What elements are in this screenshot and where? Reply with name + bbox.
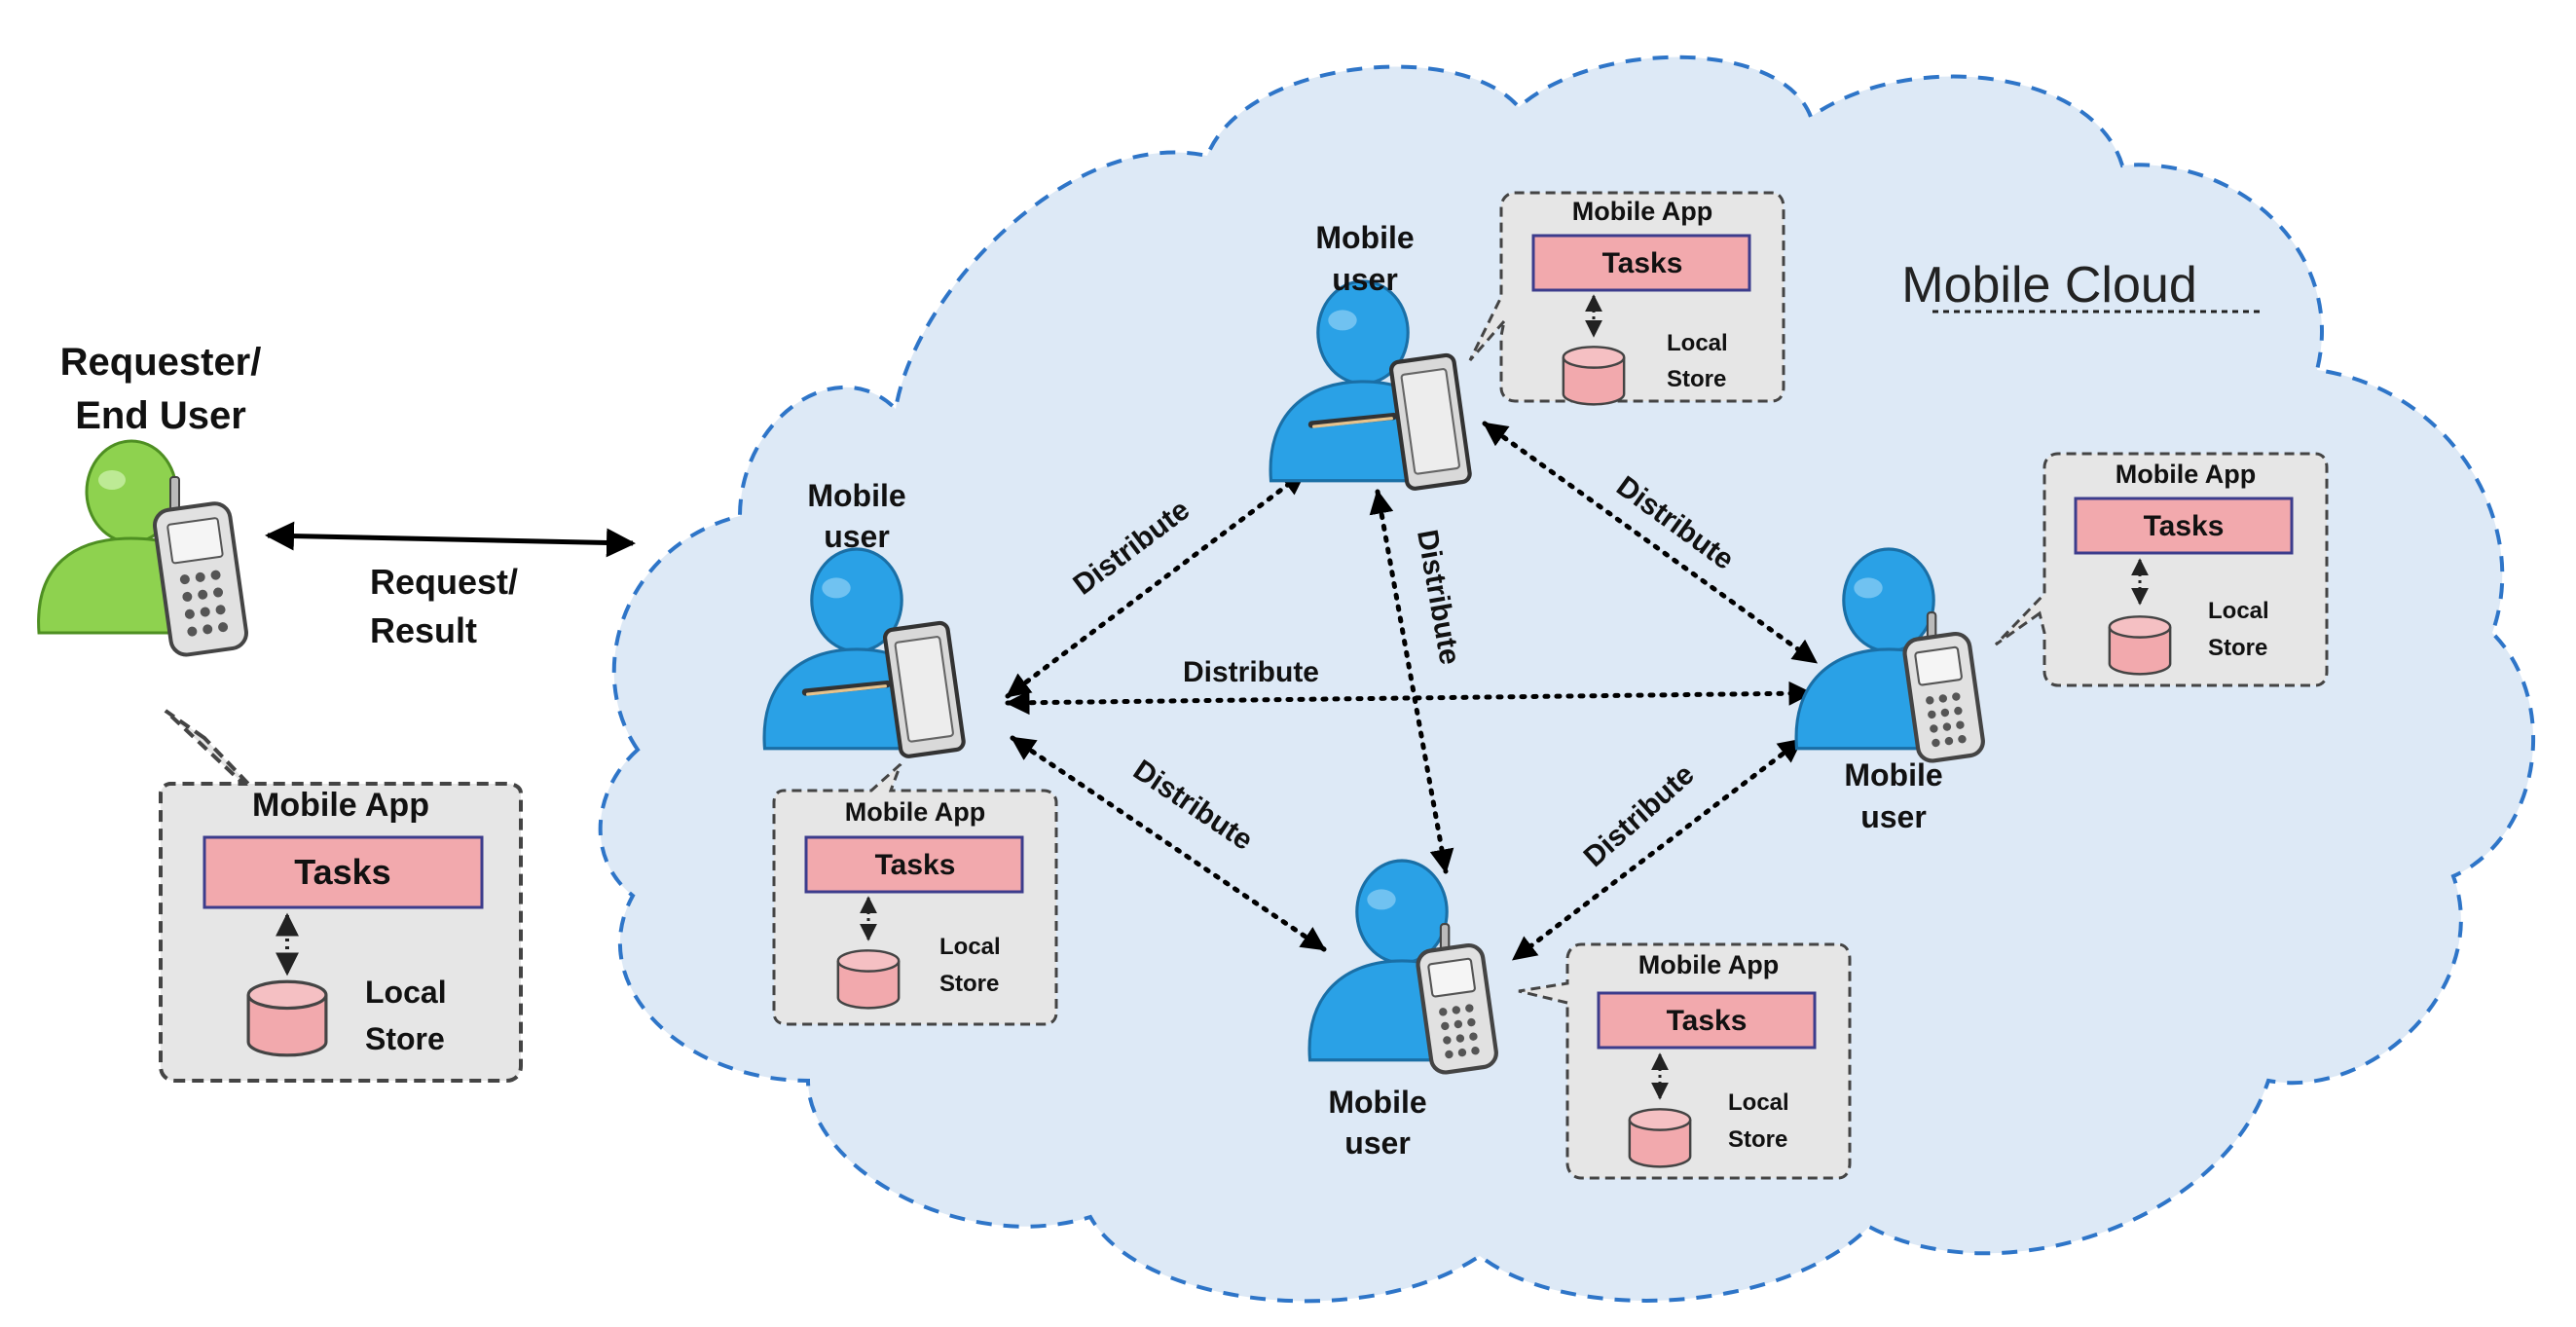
mobile-user-right-app-title: Mobile App bbox=[2116, 460, 2256, 489]
link-left-top bbox=[1005, 469, 1307, 699]
mobile-user-right-label-line2: user bbox=[1860, 799, 1927, 834]
mobile-user-bottom-store-line2: Store bbox=[1728, 1126, 1787, 1153]
mobile-user-bottom-database-icon bbox=[1628, 1108, 1692, 1168]
mobile-user-top-label-line2: user bbox=[1332, 262, 1398, 297]
mobile-user-top-store-line1: Local bbox=[1667, 330, 1728, 356]
request-result-arrow bbox=[265, 521, 636, 558]
requester-database-icon bbox=[246, 979, 328, 1057]
requester-store-line2: Store bbox=[365, 1021, 445, 1056]
mobile-user-left-store-line1: Local bbox=[939, 934, 1001, 960]
requester-app-box: Mobile App Tasks Local Store bbox=[159, 709, 523, 1083]
distribute-links bbox=[1005, 421, 1819, 962]
mobile-user-top-tasks-box bbox=[1531, 234, 1751, 292]
mobile-user-right-store-line2: Store bbox=[2208, 635, 2267, 661]
mobile-user-top-app-title: Mobile App bbox=[1572, 197, 1712, 226]
mobile-user-right-tasks-box bbox=[2074, 497, 2294, 555]
link-left-bottom bbox=[1010, 735, 1327, 952]
requester-tasks-box bbox=[202, 835, 484, 909]
mobile-cloud bbox=[598, 55, 2536, 1304]
mobile-user-right-tasks-label: Tasks bbox=[2144, 510, 2225, 542]
mobile-user-bottom-tasks-label: Tasks bbox=[1667, 1005, 1748, 1037]
requester-tasks-label: Tasks bbox=[294, 852, 390, 892]
mobile-user-left-tasks-box bbox=[804, 835, 1024, 894]
mobile-user-top-database-icon bbox=[1562, 346, 1626, 406]
mobile-user-right-app-box: Mobile App Tasks Local Store bbox=[1994, 452, 2329, 687]
link-top-right bbox=[1482, 421, 1819, 665]
cloud-title: Mobile Cloud bbox=[1901, 257, 2197, 313]
mobile-user-bottom-label-line2: user bbox=[1344, 1125, 1411, 1161]
mobile-user-bottom-label-line1: Mobile bbox=[1328, 1085, 1426, 1120]
request-result-label-line1: Request/ bbox=[370, 562, 518, 602]
request-result-label-line2: Result bbox=[370, 610, 477, 650]
requester-app-title: Mobile App bbox=[252, 787, 429, 824]
requester-person-icon bbox=[37, 439, 248, 657]
distribute-label-left-right: Distribute bbox=[1183, 656, 1319, 688]
mobile-user-right-store-line1: Local bbox=[2208, 598, 2269, 624]
mobile-user-left-label-line2: user bbox=[824, 519, 890, 554]
mobile-user-bottom-app-title: Mobile App bbox=[1638, 950, 1779, 979]
mobile-user-left-store-line2: Store bbox=[939, 971, 999, 997]
mobile-user-right-label-line1: Mobile bbox=[1844, 757, 1942, 793]
mobile-user-left-label-line1: Mobile bbox=[807, 478, 905, 513]
mobile-user-bottom-store-line1: Local bbox=[1728, 1089, 1789, 1116]
mobile-user-top-tasks-label: Tasks bbox=[1602, 247, 1683, 279]
link-right-bottom bbox=[1511, 737, 1804, 962]
mobile-user-left-app-title: Mobile App bbox=[845, 797, 985, 827]
mobile-user-right-database-icon bbox=[2108, 615, 2172, 676]
mobile-user-left-database-icon bbox=[836, 949, 901, 1010]
mobile-user-left-app-box: Mobile App Tasks Local Store bbox=[772, 762, 1058, 1026]
mobile-user-bottom-tasks-box bbox=[1597, 991, 1817, 1050]
requester-store-line1: Local bbox=[365, 975, 447, 1010]
mobile-user-top-label-line1: Mobile bbox=[1315, 220, 1414, 255]
mobile-user-top-app-box: Mobile App Tasks Local Store bbox=[1468, 191, 1785, 406]
requester-label-line2: End User bbox=[75, 394, 246, 437]
mobile-user-left-tasks-label: Tasks bbox=[875, 849, 956, 881]
requester-label-line1: Requester/ bbox=[60, 341, 262, 384]
mobile-user-top-store-line2: Store bbox=[1667, 366, 1726, 392]
mobile-user-bottom-app-box: Mobile App Tasks Local Store bbox=[1518, 942, 1852, 1180]
